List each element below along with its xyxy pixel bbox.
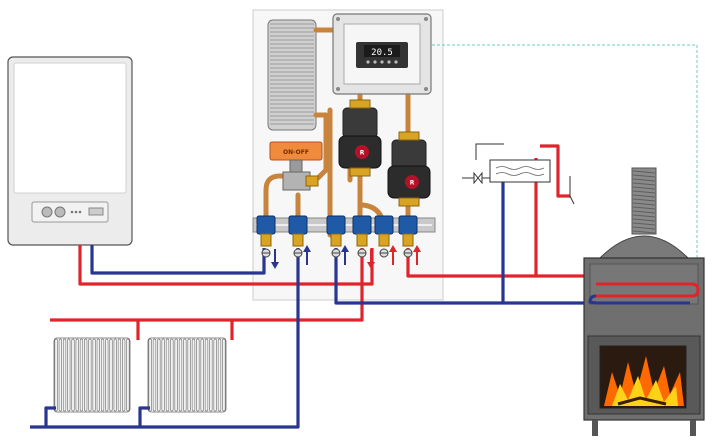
boiler-knob-icon — [41, 206, 53, 218]
flow-arrow-icon — [341, 245, 349, 265]
pump-badge: R — [410, 180, 415, 187]
expansion-tank-icon — [462, 143, 575, 205]
control-wire — [432, 44, 698, 260]
return-piping — [30, 182, 690, 429]
radiator-icon — [53, 337, 131, 413]
ball-valve-icon — [288, 215, 308, 258]
ball-valve-icon — [256, 215, 276, 258]
ball-valve-icon — [398, 215, 418, 258]
ball-valve-icon — [326, 215, 346, 258]
flow-arrow-icon — [389, 245, 397, 265]
valve-icon — [473, 171, 483, 185]
flow-arrow-icon — [367, 249, 375, 269]
wood-stove-icon — [583, 167, 705, 436]
ball-valve-icon — [374, 215, 394, 258]
pump-badge: R — [360, 150, 365, 157]
ball-valve-icon — [352, 215, 372, 258]
flow-arrow-icon — [303, 245, 311, 265]
controller-display-text: 20.5 — [371, 48, 393, 58]
controller-display — [364, 45, 400, 57]
boiler-knob-icon — [54, 206, 66, 218]
drain-icon — [569, 176, 575, 205]
mixing-valve-icon: ON-OFF — [269, 141, 323, 191]
mixing-valve-label: ON-OFF — [283, 149, 309, 156]
wall-boiler-icon — [7, 56, 133, 246]
controller-icon: 20.5 — [332, 13, 432, 95]
radiator-icon — [147, 337, 227, 413]
flame-icon — [604, 356, 684, 406]
plate-heat-exchanger-icon — [267, 19, 317, 131]
circulation-pump-icon: R — [338, 99, 382, 177]
flow-arrow-icon — [413, 245, 421, 265]
flow-arrow-icon — [271, 249, 279, 269]
circulation-pump-icon: R — [387, 131, 431, 207]
